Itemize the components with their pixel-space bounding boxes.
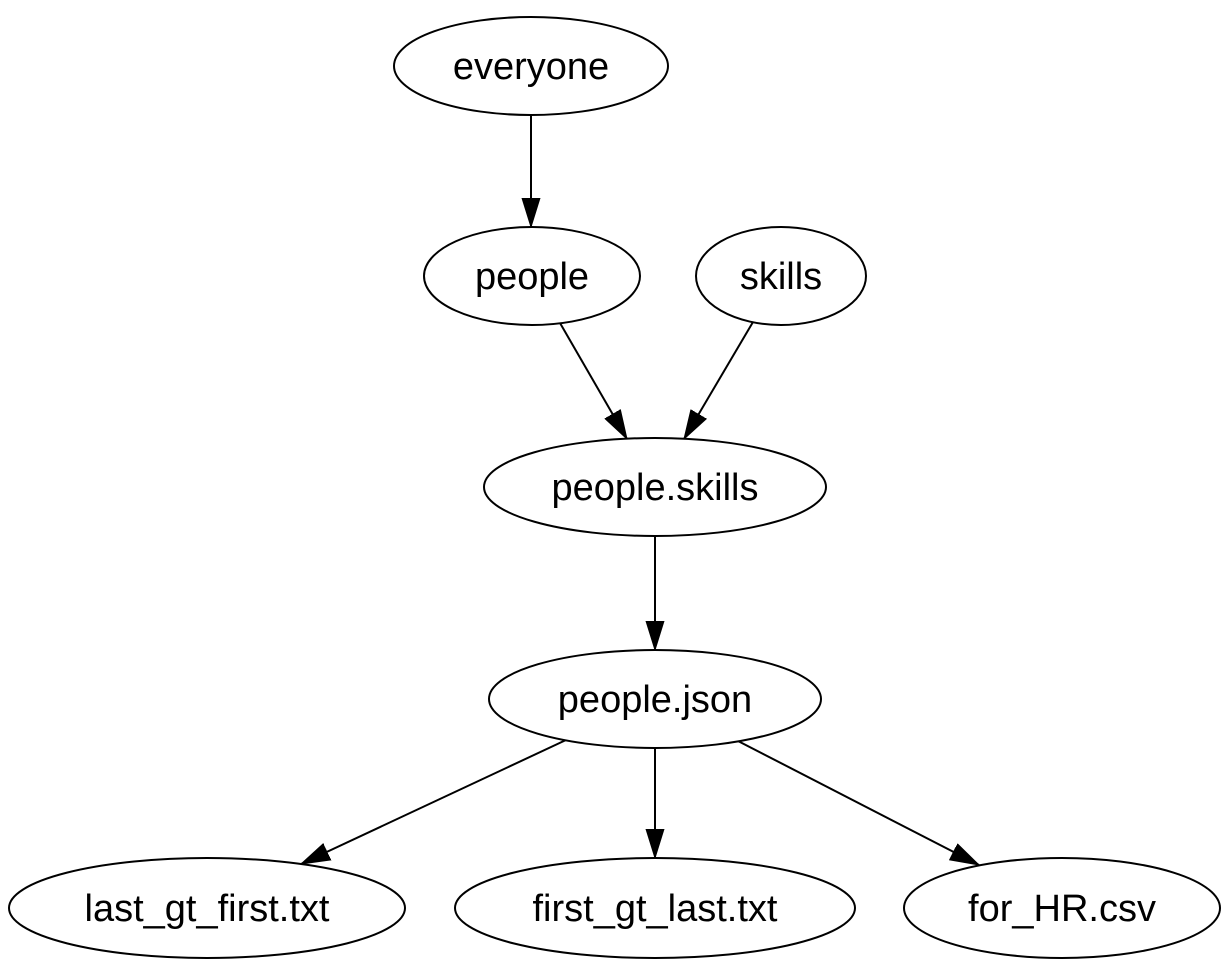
node-people-skills: people.skills bbox=[483, 437, 827, 537]
edge-people-json-for-hr bbox=[737, 740, 979, 866]
node-people: people bbox=[423, 226, 641, 326]
node-first-gt-last: first_gt_last.txt bbox=[454, 857, 856, 959]
node-people-skills-label: people.skills bbox=[552, 467, 759, 509]
node-for-hr: for_HR.csv bbox=[903, 857, 1221, 959]
node-skills-ellipse bbox=[695, 226, 867, 326]
node-everyone: everyone bbox=[393, 16, 669, 116]
node-people-json: people.json bbox=[488, 649, 822, 749]
node-first-gt-last-label: first_gt_last.txt bbox=[533, 888, 778, 930]
edge-people-people-skills bbox=[559, 322, 628, 439]
node-last-gt-first: last_gt_first.txt bbox=[8, 857, 406, 959]
node-people-json-label: people.json bbox=[558, 679, 752, 721]
node-skills: skills bbox=[695, 226, 867, 326]
node-people-label: people bbox=[475, 256, 589, 298]
node-last-gt-first-label: last_gt_first.txt bbox=[85, 888, 330, 930]
node-skills-label: skills bbox=[740, 256, 822, 298]
edge-skills-people-skills bbox=[683, 321, 754, 439]
edge-people-json-last-gt-first bbox=[301, 739, 567, 865]
node-for-hr-ellipse bbox=[903, 857, 1221, 959]
node-everyone-ellipse bbox=[393, 16, 669, 116]
edges bbox=[301, 115, 979, 866]
node-last-gt-first-ellipse bbox=[8, 857, 406, 959]
node-people-skills-ellipse bbox=[483, 437, 827, 537]
node-for-hr-label: for_HR.csv bbox=[968, 888, 1156, 930]
node-first-gt-last-ellipse bbox=[454, 857, 856, 959]
node-everyone-label: everyone bbox=[453, 46, 609, 88]
node-people-ellipse bbox=[423, 226, 641, 326]
node-people-json-ellipse bbox=[488, 649, 822, 749]
